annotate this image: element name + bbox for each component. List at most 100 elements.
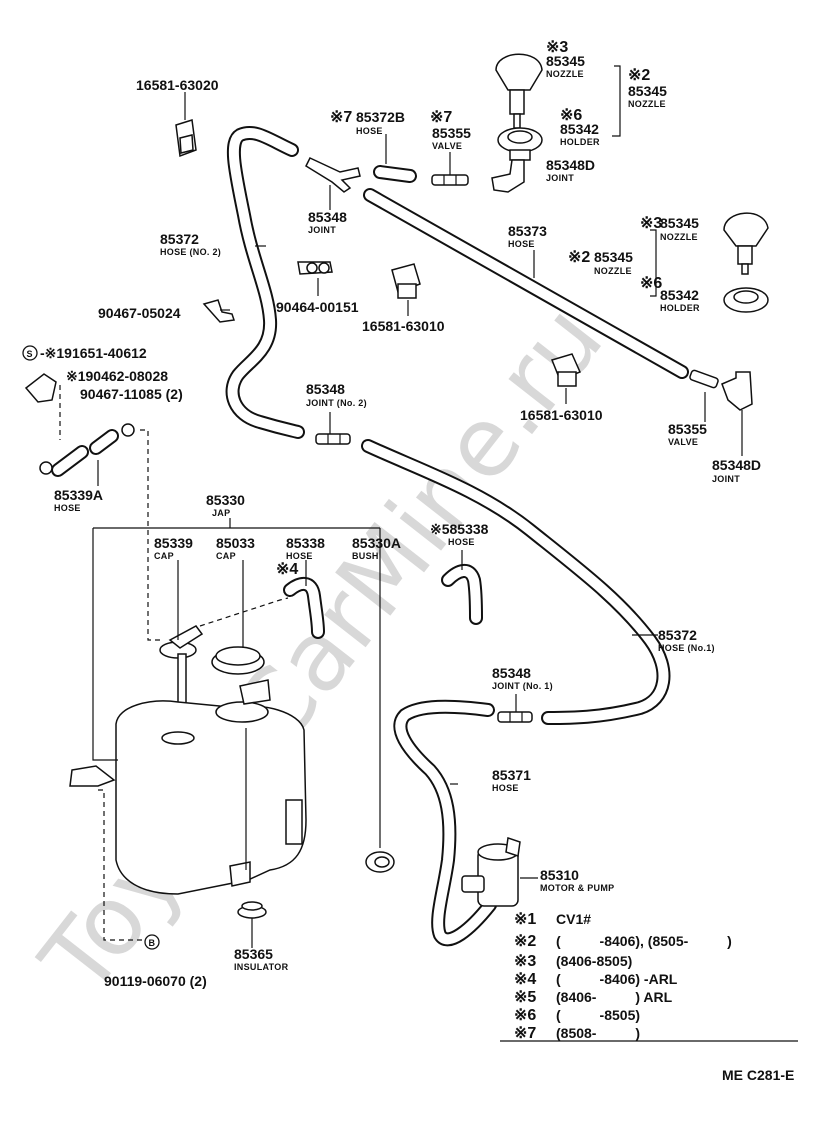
mark-85345-a: ※3	[546, 39, 568, 56]
sub-85338-b: HOSE	[448, 537, 475, 547]
sub-85342-b: HOLDER	[660, 303, 700, 313]
hose-85372b	[373, 165, 417, 183]
sub-85348-no1: JOINT (No. 1)	[492, 681, 553, 691]
label-85342-a: 85342	[560, 121, 599, 137]
note-mark-1: ※1	[514, 911, 536, 928]
hose-85372-no2	[225, 125, 305, 439]
label-90467-05024: 90467-05024	[98, 305, 181, 321]
label-90467-11085: 90467-11085 (2)	[80, 386, 183, 402]
sub-85372-no2: HOSE (NO. 2)	[160, 247, 221, 257]
label-85372b: 85372B	[356, 109, 405, 125]
joint-85348d-top	[491, 159, 525, 193]
mark-85345-b: ※2	[628, 67, 650, 84]
label-85345-b: 85345	[628, 83, 667, 99]
label-85348d-b: 85348D	[712, 457, 761, 473]
label-191651-40612: -※191651-40612	[40, 345, 147, 361]
label-16581-63020: 16581-63020	[136, 77, 219, 93]
sub-85345-d: NOZZLE	[594, 266, 632, 276]
symbol-b: B	[149, 938, 156, 948]
label-85372-no2: 85372	[160, 231, 199, 247]
symbol-s-circle: S	[22, 345, 38, 361]
mark-85342-b: ※6	[640, 275, 662, 292]
valve-85355-right	[689, 369, 719, 389]
sub-85339: CAP	[154, 551, 174, 561]
sub-85348d-top: JOINT	[546, 173, 574, 183]
label-85033: 85033	[216, 535, 255, 551]
note-text-2: ( -8406), (8505- )	[556, 933, 732, 949]
hose-85373	[363, 188, 689, 379]
mark-85372b: ※7	[330, 109, 352, 126]
insulator-85365	[237, 901, 267, 919]
sub-85355-top: VALVE	[432, 141, 462, 151]
sub-85371: HOSE	[492, 783, 519, 793]
nozzle-85345-top	[495, 53, 543, 129]
label-85348-no2: 85348	[306, 381, 345, 397]
mark-85355-top: ※7	[430, 109, 452, 126]
hose-85371	[393, 699, 497, 947]
joint-85348d-right	[721, 371, 753, 411]
note-text-7: (8508- )	[556, 1025, 640, 1041]
note-mark-2: ※2	[514, 933, 536, 950]
label-85330a: 85330A	[352, 535, 401, 551]
sub-85345-c: NOZZLE	[660, 232, 698, 242]
label-85348-a: 85348	[308, 209, 347, 225]
mark-85345-c: ※3	[640, 215, 662, 232]
valve-85355-top	[431, 174, 469, 186]
motor-pump-85310	[461, 837, 521, 907]
figure-code: ME C281-E	[722, 1067, 794, 1083]
label-85371: 85371	[492, 767, 531, 783]
sub-85345-b: NOZZLE	[628, 99, 666, 109]
clip-16581-63010-b	[550, 353, 582, 387]
sub-85348-no2: JOINT (No. 2)	[306, 398, 367, 408]
hose-85338-b	[441, 564, 483, 625]
notes-table: ※1 CV1# ※2 ( -8406), (8505- ) ※3 (8406-8…	[514, 911, 732, 1042]
label-85355-b: 85355	[668, 421, 707, 437]
clamp-190462	[24, 373, 57, 403]
sub-85373: HOSE	[508, 239, 535, 249]
label-85330: 85330	[206, 492, 245, 508]
clip-90467-05024	[202, 299, 235, 323]
hose-85338	[283, 577, 325, 639]
label-16581-63010-a: 16581-63010	[362, 318, 445, 334]
note-mark-4: ※4	[514, 971, 536, 988]
label-85373: 85373	[508, 223, 547, 239]
label-90464-00151: 90464-00151	[276, 299, 359, 315]
clip-16581-63010-a	[391, 263, 421, 299]
sub-85338: HOSE	[286, 551, 313, 561]
clip-90464-00151	[297, 261, 333, 275]
sub-85330: JAP	[212, 508, 230, 518]
joint-85348-no1	[497, 711, 533, 723]
label-85339a: 85339A	[54, 487, 103, 503]
mark-85338-4: ※4	[276, 561, 298, 578]
label-85310: 85310	[540, 867, 579, 883]
hose-85372-no1	[361, 439, 671, 725]
sub-85339a: HOSE	[54, 503, 81, 513]
note-text-6: ( -8505)	[556, 1007, 640, 1023]
label-85338-b: ※585338	[430, 521, 489, 537]
bush-85330a	[365, 851, 395, 873]
holder-85342-right	[723, 287, 769, 313]
sub-85372-no1: HOSE (No.1)	[658, 643, 715, 653]
sub-85348d-b: JOINT	[712, 474, 740, 484]
symbol-b-circle: B	[144, 934, 160, 950]
sub-85345-a: NOZZLE	[546, 69, 584, 79]
symbol-s: S	[27, 349, 33, 359]
joint-85348-no2	[315, 433, 351, 445]
note-text-5: (8406- ) ARL	[556, 989, 673, 1005]
sub-85348-a: JOINT	[308, 225, 336, 235]
cap-85339	[159, 625, 204, 735]
nozzle-85345-right	[723, 212, 769, 275]
label-85345-c: 85345	[660, 215, 699, 231]
label-85339: 85339	[154, 535, 193, 551]
note-mark-6: ※6	[514, 1007, 536, 1024]
mark-85345-d: ※2	[568, 249, 590, 266]
clip-16581-63020	[175, 119, 197, 158]
note-mark-3: ※3	[514, 953, 536, 970]
note-mark-5: ※5	[514, 989, 536, 1006]
note-text-1: CV1#	[556, 911, 591, 927]
label-190462-08028: ※190462-08028	[66, 368, 168, 384]
clamp-90467-11085	[39, 423, 135, 475]
note-mark-7: ※7	[514, 1025, 536, 1042]
cap-85033	[211, 646, 265, 675]
note-text-4: ( -8406) -ARL	[556, 971, 678, 987]
